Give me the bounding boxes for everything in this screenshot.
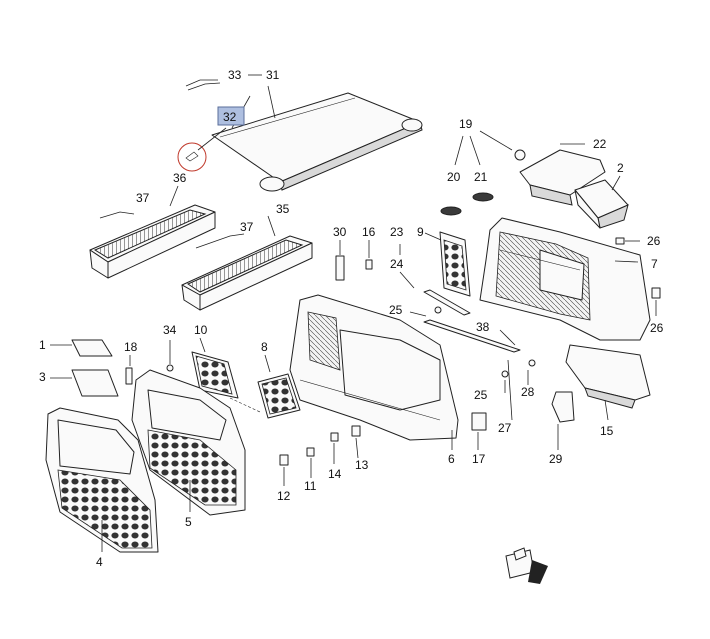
callout-6[interactable]: 6 xyxy=(448,452,455,466)
sill-plate-36 xyxy=(89,204,216,279)
callout-27[interactable]: 27 xyxy=(498,421,512,435)
clip-16 xyxy=(365,259,373,270)
clip-11 xyxy=(306,447,315,457)
latch-29 xyxy=(551,391,575,423)
callout-14[interactable]: 14 xyxy=(328,467,342,481)
panel-15 xyxy=(565,344,651,409)
callout-21[interactable]: 21 xyxy=(474,170,488,184)
cap-21 xyxy=(472,192,494,202)
callout-19[interactable]: 19 xyxy=(459,117,473,131)
callout-22[interactable]: 22 xyxy=(593,137,607,151)
callout-36[interactable]: 36 xyxy=(173,171,187,185)
clip-13 xyxy=(351,425,361,437)
callout-3[interactable]: 3 xyxy=(39,370,46,384)
callout-16[interactable]: 16 xyxy=(362,225,376,239)
callout-8[interactable]: 8 xyxy=(261,340,268,354)
side-trim-4 xyxy=(45,407,159,553)
callout-28[interactable]: 28 xyxy=(521,385,535,399)
panel-9 xyxy=(439,231,471,297)
callout-7[interactable]: 7 xyxy=(651,257,658,271)
callout-1[interactable]: 1 xyxy=(39,338,46,352)
callout-20[interactable]: 20 xyxy=(447,170,461,184)
clip-14 xyxy=(330,432,339,442)
cargo-cover xyxy=(211,92,423,192)
callout-25b[interactable]: 25 xyxy=(474,388,488,402)
front-arrow-icon xyxy=(505,547,548,584)
rail-24 xyxy=(423,289,471,316)
clip-26a xyxy=(615,237,625,245)
grille-10 xyxy=(191,351,239,399)
clip-26b xyxy=(651,287,661,299)
grille-8 xyxy=(257,373,301,419)
clip-18 xyxy=(125,367,133,385)
callout-12[interactable]: 12 xyxy=(277,489,291,503)
callout-9[interactable]: 9 xyxy=(417,225,424,239)
callout-5[interactable]: 5 xyxy=(185,515,192,529)
quarter-trim-6 xyxy=(289,294,459,441)
callout-18[interactable]: 18 xyxy=(124,340,138,354)
callout-30[interactable]: 30 xyxy=(333,225,347,239)
callout-26a[interactable]: 26 xyxy=(647,234,661,248)
callout-10[interactable]: 10 xyxy=(194,323,208,337)
callout-24[interactable]: 24 xyxy=(390,257,404,271)
callout-35[interactable]: 35 xyxy=(276,202,290,216)
screw-28 xyxy=(528,359,536,367)
quarter-trim-7 xyxy=(479,217,651,341)
cover-pin xyxy=(185,151,199,162)
callout-32[interactable]: 32 xyxy=(223,110,237,124)
screw-34 xyxy=(166,364,174,372)
hook-30 xyxy=(335,255,345,281)
callout-13[interactable]: 13 xyxy=(355,458,369,472)
callout-11[interactable]: 11 xyxy=(304,479,317,493)
hook-1 xyxy=(71,339,113,357)
callout-37a[interactable]: 37 xyxy=(136,191,150,205)
callout-31[interactable]: 31 xyxy=(266,68,280,82)
callout-2[interactable]: 2 xyxy=(617,161,624,175)
callout-37b[interactable]: 37 xyxy=(240,220,254,234)
storage-bin-2 xyxy=(574,179,629,229)
cargo-cover-clip xyxy=(185,79,221,91)
callout-38[interactable]: 38 xyxy=(476,320,490,334)
callout-4[interactable]: 4 xyxy=(96,555,103,569)
callout-33[interactable]: 33 xyxy=(228,68,242,82)
screw-25b xyxy=(501,370,509,378)
clip-12 xyxy=(279,454,289,466)
sill-plate-35 xyxy=(181,235,313,311)
callout-17[interactable]: 17 xyxy=(472,452,486,466)
callout-23[interactable]: 23 xyxy=(390,225,404,239)
callout-15[interactable]: 15 xyxy=(600,424,614,438)
highlighted-callout-box xyxy=(217,106,245,126)
cap-20 xyxy=(440,206,462,216)
callout-25a[interactable]: 25 xyxy=(389,303,403,317)
bracket-17 xyxy=(471,412,487,431)
rail-38 xyxy=(423,319,521,353)
callout-34[interactable]: 34 xyxy=(163,323,177,337)
callout-26b[interactable]: 26 xyxy=(650,321,664,335)
screw-25a xyxy=(434,306,442,314)
detail-circle xyxy=(177,142,207,172)
bracket-19 xyxy=(514,149,606,206)
callout-29[interactable]: 29 xyxy=(549,452,563,466)
pocket-3 xyxy=(71,369,119,397)
side-trim-5 xyxy=(131,369,246,516)
